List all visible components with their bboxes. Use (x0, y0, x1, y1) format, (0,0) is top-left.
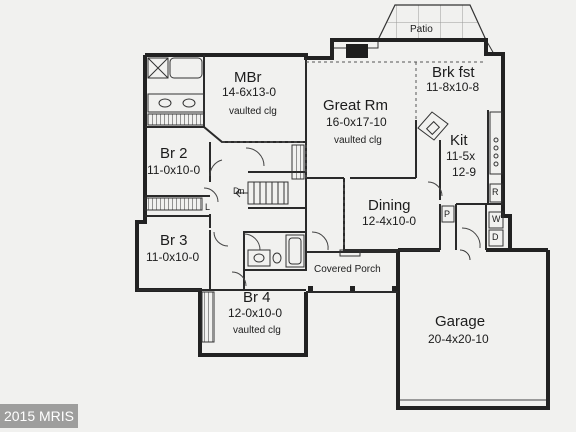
patio-label: Patio (410, 24, 433, 35)
garage-dims: 20-4x20-10 (428, 332, 489, 346)
garage-label: Garage (435, 313, 486, 330)
dining-label: Dining (368, 197, 411, 214)
linen-closet-label: L (205, 202, 211, 212)
washer-label: W (492, 214, 501, 224)
porch-posts (308, 286, 397, 291)
mbr-dims: 14-6x13-0 (222, 85, 277, 99)
mbr-label: MBr (234, 69, 262, 86)
pantry-label: P (444, 209, 451, 219)
entry-doors (339, 249, 471, 261)
great-room-label: Great Rm (323, 97, 389, 114)
covered-porch-label: Covered Porch (314, 264, 381, 275)
watermark: 2015 MRIS (0, 404, 78, 428)
kitchen-label: Kit (450, 132, 468, 149)
bedroom-4-dims: 12-0x10-0 (228, 306, 283, 320)
kitchen-fixtures (417, 111, 504, 247)
stairs (235, 181, 289, 205)
kitchen-dims-1: 11-5x (446, 149, 476, 163)
mbr-note: vaulted clg (229, 106, 277, 117)
dining-dims: 12-4x10-0 (362, 214, 417, 228)
stairs-down-label: Dn (233, 186, 245, 196)
closet-hatches (144, 144, 305, 343)
bedroom-2-label: Br 2 (160, 145, 188, 162)
master-bath-fixtures (147, 57, 205, 126)
dryer-label: D (492, 232, 499, 242)
bedroom-2-dims: 11-0x10-0 (147, 163, 201, 177)
hall-bath-fixtures (247, 234, 305, 268)
bedroom-3-dims: 11-0x10-0 (146, 250, 200, 264)
bedroom-4-note: vaulted clg (233, 325, 281, 336)
breakfast-label: Brk fst (432, 64, 475, 81)
great-room-dims: 16-0x17-10 (326, 115, 387, 129)
bedroom-3-label: Br 3 (160, 232, 188, 249)
door-swings (203, 147, 481, 287)
refrigerator-label: R (492, 187, 499, 197)
bedroom-4-label: Br 4 (243, 289, 271, 306)
breakfast-dims: 11-8x10-8 (426, 80, 480, 94)
kitchen-dims-2: 12-9 (452, 165, 477, 179)
great-room-note: vaulted clg (334, 135, 382, 146)
dashed-openings (222, 61, 486, 248)
fireplace (346, 44, 368, 58)
